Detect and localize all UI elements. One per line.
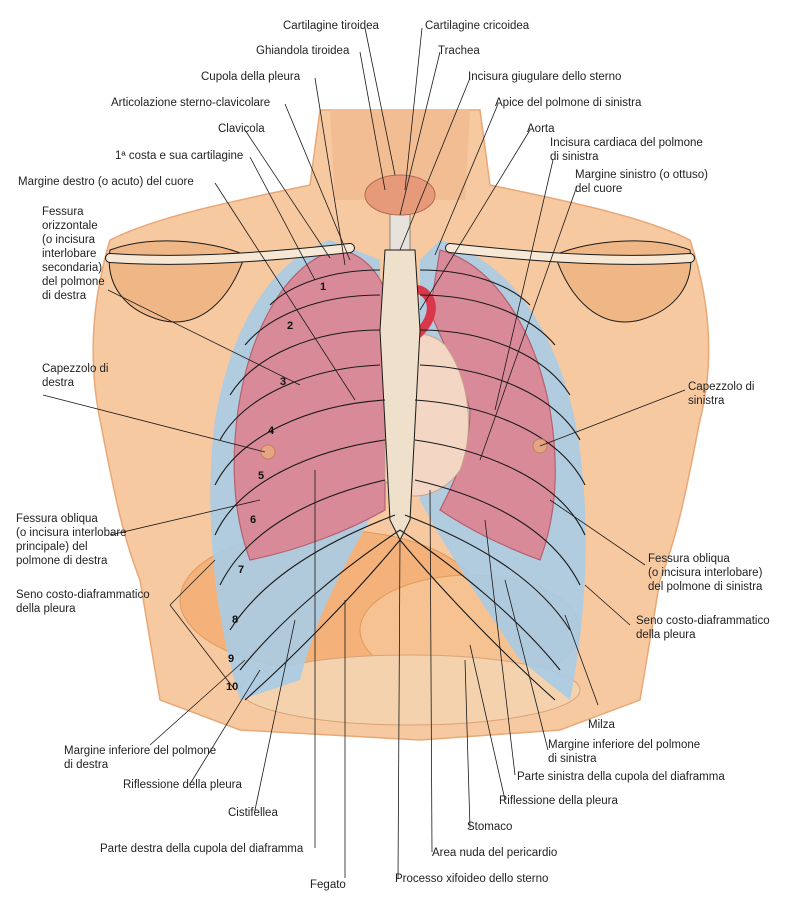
line: di destra: [42, 290, 87, 302]
rib-number-5: 5: [258, 470, 264, 482]
label-margine-sinistro: Margine sinistro (o ottuso) del cuore: [575, 168, 708, 196]
label-apice-polmone: Apice del polmone di sinistra: [495, 97, 642, 109]
label-fessura-orizzontale: Fessura orizzontale (o incisura interlob…: [42, 205, 105, 303]
label-articolazione: Articolazione sterno-clavicolare: [111, 97, 271, 109]
line: Margine sinistro (o ottuso): [575, 169, 708, 181]
label-area-nuda: Area nuda del pericardio: [432, 847, 558, 859]
label-fessura-obliqua-destra: Fessura obliqua (o incisura interlobare …: [16, 512, 127, 568]
line: della pleura: [16, 603, 76, 615]
label-incisura-giugulare: Incisura giugulare dello sterno: [468, 71, 622, 83]
line: polmone di destra: [16, 555, 108, 567]
rib-number-10: 10: [226, 681, 238, 693]
label-cupola-diaframma-destra: Parte destra della cupola del diaframma: [100, 843, 304, 855]
rib-number-4: 4: [268, 425, 275, 437]
line: del cuore: [575, 183, 623, 195]
label-clavicola: Clavicola: [218, 123, 265, 135]
label-riflessione-destra: Riflessione della pleura: [123, 779, 242, 791]
line: Fessura obliqua: [16, 513, 98, 525]
line: della pleura: [636, 629, 696, 641]
label-processo-xifoideo: Processo xifoideo dello sterno: [395, 873, 549, 885]
line: Fessura: [42, 206, 84, 218]
line: (o incisura interlobare): [648, 567, 763, 579]
rib-number-9: 9: [228, 653, 234, 665]
line: principale) del: [16, 541, 88, 553]
line: sinistra: [688, 395, 725, 407]
left-ribs: [399, 269, 586, 701]
label-cupola-pleura: Cupola della pleura: [201, 71, 301, 83]
right-ribs: [214, 269, 401, 701]
sternum: [379, 249, 421, 542]
line: Capezzolo di: [688, 381, 755, 393]
line: Margine inferiore del polmone: [64, 745, 217, 757]
rib-numbers: 1 2 3 4 5 6 7 8 9 10: [226, 281, 326, 693]
label-margine-inferiore-sinistra: Margine inferiore del polmone di sinistr…: [548, 738, 700, 766]
thyroid-gland: [364, 174, 436, 216]
leader-lines: [42, 27, 686, 879]
label-cartilagine-tiroidea: Cartilagine tiroidea: [283, 20, 379, 32]
rib-number-2: 2: [287, 320, 293, 332]
label-ghiandola-tiroidea: Ghiandola tiroidea: [256, 45, 350, 57]
line: del polmone: [42, 276, 105, 288]
line: Seno costo-diaframmatico: [636, 615, 770, 627]
line: Incisura cardiaca del polmone: [550, 137, 703, 149]
rib-number-8: 8: [232, 614, 238, 626]
right-nipple: [260, 444, 276, 460]
label-trachea: Trachea: [438, 45, 480, 57]
line: di sinistra: [550, 151, 599, 163]
line: interlobare: [42, 248, 97, 260]
line: Seno costo-diaframmatico: [16, 589, 150, 601]
label-milza: Milza: [588, 719, 615, 731]
label-cistifellea: Cistifellea: [228, 807, 278, 819]
label-cartilagine-cricoidea: Cartilagine cricoidea: [425, 20, 530, 32]
line: secondaria): [42, 262, 103, 274]
label-fegato: Fegato: [310, 879, 346, 891]
line: Capezzolo di: [42, 363, 109, 375]
label-fessura-obliqua-sinistra: Fessura obliqua (o incisura interlobare)…: [648, 552, 762, 594]
label-riflessione-sinistra: Riflessione della pleura: [499, 795, 618, 807]
label-stomaco: Stomaco: [467, 821, 513, 833]
left-clavicle-fill: [446, 244, 694, 264]
neck: [330, 110, 470, 200]
line: di destra: [64, 759, 109, 771]
label-incisura-cardiaca: Incisura cardiaca del polmone di sinistr…: [550, 136, 703, 164]
rib-number-6: 6: [250, 514, 256, 526]
label-seno-destra: Seno costo-diaframmatico della pleura: [16, 588, 150, 616]
line: di sinistra: [548, 753, 597, 765]
rib-number-1: 1: [320, 281, 326, 293]
line: destra: [42, 377, 74, 389]
rib-number-7: 7: [238, 564, 244, 576]
line: orizzontale: [42, 220, 98, 232]
label-aorta: Aorta: [527, 123, 555, 135]
line: (o incisura: [42, 234, 96, 246]
label-cupola-diaframma-sinistra: Parte sinistra della cupola del diaframm…: [517, 771, 725, 783]
label-seno-sinistra: Seno costo-diaframmatico della pleura: [636, 614, 770, 642]
right-clavicle-fill: [106, 244, 354, 264]
label-capezzolo-sinistra: Capezzolo di sinistra: [688, 380, 754, 408]
rib-number-3: 3: [280, 376, 286, 388]
label-margine-inferiore-destra: Margine inferiore del polmone di destra: [64, 744, 216, 772]
line: Margine inferiore del polmone: [548, 739, 701, 751]
label-margine-destro: Margine destro (o acuto) del cuore: [18, 176, 194, 188]
label-prima-costa: 1ª costa e sua cartilagine: [115, 150, 244, 162]
line: Fessura obliqua: [648, 553, 730, 565]
label-capezzolo-destra: Capezzolo di destra: [42, 362, 108, 390]
line: del polmone di sinistra: [648, 581, 763, 593]
line: (o incisura interlobare: [16, 527, 127, 539]
